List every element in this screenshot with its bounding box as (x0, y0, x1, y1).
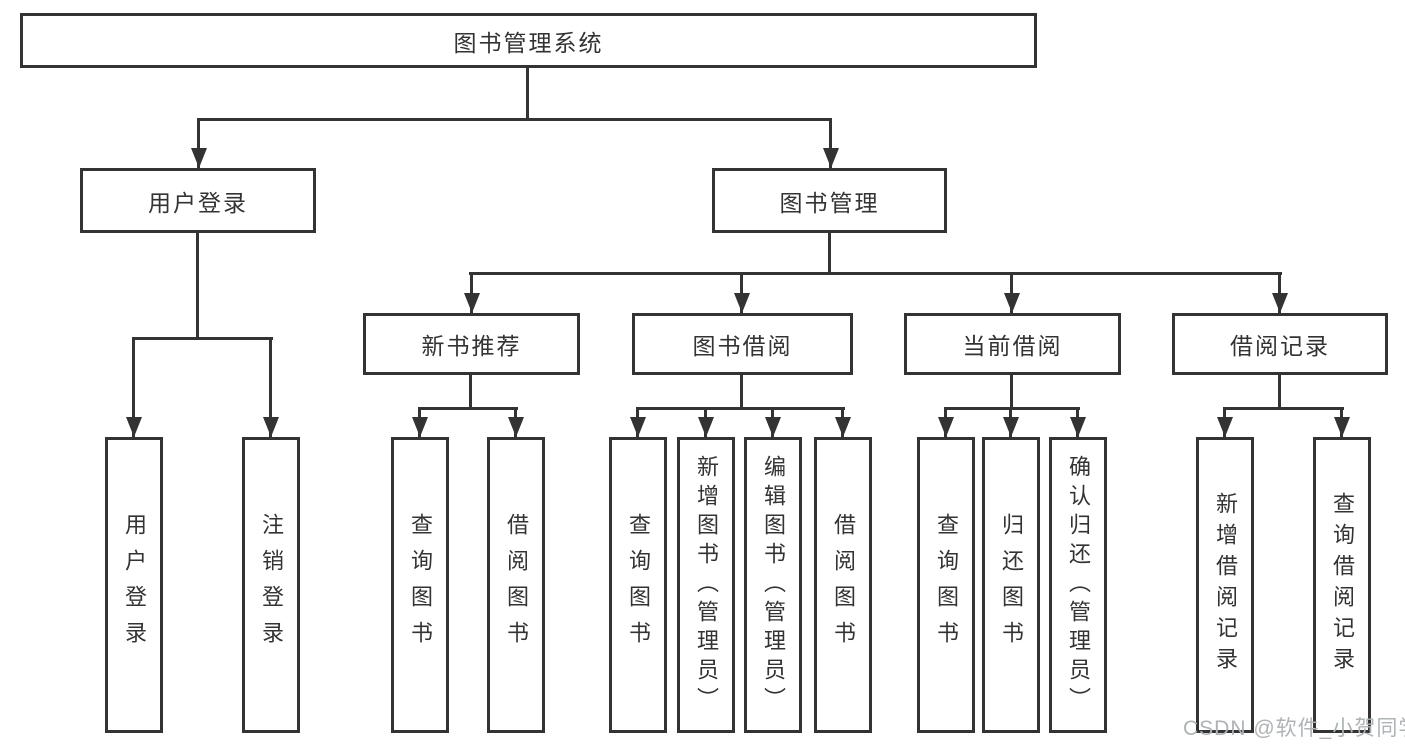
leaf-add-borrow-record-label: 新增借阅记录 (1213, 492, 1238, 678)
connector-arrow (1009, 407, 1012, 437)
node-current-borrowing-label: 当前借阅 (962, 333, 1063, 359)
connector-line (1278, 375, 1281, 407)
node-user-login-label: 用户登录 (148, 189, 248, 216)
connector-line (1223, 407, 1344, 410)
connector-line (197, 118, 832, 121)
connector-arrow (1340, 407, 1343, 437)
leaf-user-login-label: 用户登录 (122, 513, 147, 657)
leaf-query-books-recommend-label: 查询图书 (408, 513, 433, 657)
connector-line (132, 337, 273, 340)
leaf-borrow-books-recommend-label: 借阅图书 (504, 513, 529, 657)
connector-line (196, 233, 199, 337)
connector-arrow (132, 337, 135, 437)
connector-arrow (944, 407, 947, 437)
leaf-borrow-books-borrowing-label: 借阅图书 (831, 513, 856, 657)
leaf-edit-book-admin: 编辑图书（管理员） (744, 437, 802, 733)
leaf-edit-book-admin-label: 编辑图书（管理员） (761, 454, 786, 716)
node-current-borrowing: 当前借阅 (904, 313, 1121, 375)
leaf-query-books-current-label: 查询图书 (934, 513, 959, 657)
connector-arrow (1010, 272, 1013, 313)
leaf-return-books-label: 归还图书 (999, 513, 1024, 657)
node-borrowing-records-label: 借阅记录 (1230, 333, 1330, 359)
connector-line (526, 68, 529, 118)
leaf-borrow-books-borrowing: 借阅图书 (814, 437, 872, 733)
leaf-logout: 注销登录 (242, 437, 300, 733)
connector-arrow (470, 272, 473, 313)
leaf-query-books-current: 查询图书 (917, 437, 975, 733)
leaf-add-borrow-record: 新增借阅记录 (1196, 437, 1254, 733)
connector-arrow (771, 407, 774, 437)
leaf-confirm-return-admin: 确认归还（管理员） (1049, 437, 1107, 733)
watermark: CSDN @软件_小贺同学 (1183, 717, 1405, 740)
connector-arrow (704, 407, 707, 437)
node-book-borrowing: 图书借阅 (632, 313, 853, 375)
connector-line (469, 272, 1282, 275)
connector-line (418, 407, 518, 410)
connector-arrow (1278, 272, 1281, 313)
connector-arrow (418, 407, 421, 437)
connector-line (636, 407, 845, 410)
connector-arrow (1076, 407, 1079, 437)
connector-arrow (514, 407, 517, 437)
node-root: 图书管理系统 (20, 13, 1037, 68)
leaf-borrow-books-recommend: 借阅图书 (487, 437, 545, 733)
connector-arrow (841, 407, 844, 437)
node-new-book-recommend-label: 新书推荐 (421, 333, 522, 359)
leaf-query-books-borrowing-label: 查询图书 (626, 513, 651, 657)
connector-arrow (269, 337, 272, 437)
node-book-borrowing-label: 图书借阅 (692, 333, 793, 359)
connector-arrow (829, 118, 832, 168)
connector-line (944, 407, 1080, 410)
leaf-return-books: 归还图书 (982, 437, 1040, 733)
connector-arrow (197, 118, 200, 168)
node-new-book-recommend: 新书推荐 (363, 313, 580, 375)
leaf-query-books-recommend: 查询图书 (391, 437, 449, 733)
node-user-login: 用户登录 (80, 168, 316, 233)
leaf-query-borrow-record: 查询借阅记录 (1313, 437, 1371, 733)
node-book-management: 图书管理 (712, 168, 947, 233)
leaf-confirm-return-admin-label: 确认归还（管理员） (1066, 454, 1091, 716)
node-book-management-label: 图书管理 (779, 189, 880, 216)
node-borrowing-records: 借阅记录 (1172, 313, 1388, 375)
connector-line (1010, 375, 1013, 407)
leaf-add-book-admin: 新增图书（管理员） (677, 437, 735, 733)
connector-arrow (740, 272, 743, 313)
connector-arrow (1223, 407, 1226, 437)
connector-line (828, 233, 831, 272)
leaf-logout-label: 注销登录 (259, 513, 284, 657)
leaf-add-book-admin-label: 新增图书（管理员） (694, 454, 719, 716)
node-root-label: 图书管理系统 (453, 29, 604, 56)
leaf-query-borrow-record-label: 查询借阅记录 (1330, 492, 1355, 678)
connector-arrow (636, 407, 639, 437)
leaf-query-books-borrowing: 查询图书 (609, 437, 667, 733)
connector-line (469, 375, 472, 407)
leaf-user-login: 用户登录 (105, 437, 163, 733)
connector-line (740, 375, 743, 407)
